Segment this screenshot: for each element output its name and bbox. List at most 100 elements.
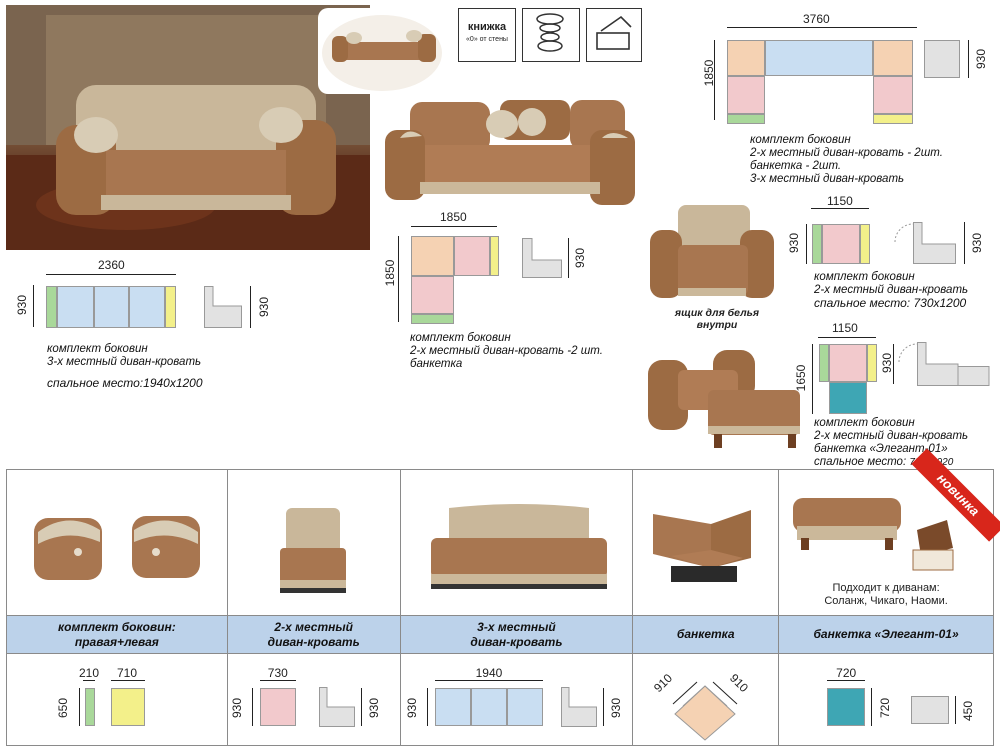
armchair-photo-note: ящик для белья внутри [662, 307, 772, 331]
corner-photo-cell [632, 469, 780, 616]
cb-tr-seat [873, 40, 913, 76]
sofa3-depth: 930 [15, 294, 29, 316]
right-arm-scheme [111, 688, 145, 726]
hdr-line: 3-х местный [477, 619, 556, 634]
corner-small-side-view [522, 238, 562, 278]
ott-w: 720 [836, 666, 857, 680]
ott-h-dim [871, 688, 873, 726]
ottoman-note: Подходит к диванам: Соланж, Чикаго, Наом… [779, 582, 993, 608]
s3-l-arm [46, 286, 57, 328]
seat2-w: 730 [267, 666, 288, 680]
cs-l-seat [411, 276, 454, 314]
cs-l-arm [411, 314, 454, 324]
seat3-w-dim [434, 680, 543, 681]
corner-scheme-cell: 910 910 [632, 653, 780, 746]
corner-big-width-dim [727, 27, 917, 28]
note-line: ящик для белья [674, 307, 760, 319]
cap-line: банкетка [410, 358, 463, 370]
seat3-side: 930 [608, 697, 623, 719]
corner-sofa-photo [380, 90, 642, 208]
cap-line: комплект боковин [410, 332, 511, 344]
seat3-scheme-cell: 1940 930 930 [399, 653, 634, 746]
ab-r-arm [867, 344, 877, 382]
mechanism-icon: книжка «0» от стены [458, 8, 516, 62]
seat2-side: 930 [366, 697, 381, 719]
armchair-bed-side-view [898, 342, 990, 386]
module-headers-row: комплект боковин:правая+левая 2-х местны… [6, 615, 994, 654]
sofa3-sleep: спальное место:1940х1200 [47, 376, 203, 390]
seat2-h-dim [251, 688, 253, 726]
seat2-side-view [318, 687, 355, 727]
ab-ottoman [829, 382, 867, 414]
ottoman-side-view [911, 696, 950, 724]
sofa-photo-main [6, 5, 370, 250]
hdr-line: 2-х местный [274, 619, 353, 634]
armchair-bed-side: 930 [880, 352, 894, 374]
cb-tl-seat [727, 40, 765, 76]
seat2-side-dim [360, 688, 362, 726]
hdr-line: банкетка «Элегант-01» [813, 627, 959, 641]
armchair-bed-width: 1150 [832, 321, 858, 335]
corner-big-scheme [727, 40, 913, 124]
armchair-bed-depth-dim [812, 344, 813, 414]
armchair-bed-scheme [819, 344, 877, 414]
seat3-side-dim [602, 688, 604, 726]
cap-line: банкетка - 2шт. [750, 160, 842, 172]
armchair-caption: комплект боковин 2-х местный диван-крова… [814, 271, 968, 310]
sofa3-side-view [204, 286, 242, 328]
seat3-w: 1940 [475, 666, 503, 680]
armchair-depth-dim [806, 224, 807, 264]
arm-w2-dim [111, 680, 145, 681]
sofa3-side-dim [250, 286, 251, 328]
armchair-width-dim [811, 208, 869, 209]
armchair-width: 1150 [827, 194, 853, 208]
storage-box-icon [586, 8, 642, 62]
armrests-photo [34, 516, 200, 580]
corner-small-caption: комплект боковин 2-х местный диван-крова… [410, 332, 603, 371]
seat3-h-dim [426, 688, 428, 726]
note-line: Соланж, Чикаго, Наоми. [824, 595, 948, 607]
corner-big-width: 3760 [803, 12, 830, 26]
arms-photo-cell [6, 469, 228, 616]
cap-line: спальное место: 730х1200 [814, 296, 967, 310]
hdr-line: комплект боковин: [58, 619, 176, 634]
sofa3-width-dim [46, 274, 176, 275]
left-arm-scheme [85, 688, 95, 726]
corner-small-width: 1850 [440, 210, 467, 224]
cb-r-seat [873, 76, 913, 114]
armchair-side: 930 [970, 232, 984, 254]
seat3-part1 [434, 688, 471, 726]
armchair-side-dim [964, 222, 965, 264]
cb-top-seat [765, 40, 873, 76]
hdr-line: банкетка [676, 627, 735, 641]
header-arms: комплект боковин:правая+левая [6, 615, 228, 654]
corner-big-side-view [924, 40, 960, 78]
corner-small-side-dim [568, 238, 569, 278]
corner-small-side: 930 [573, 247, 587, 269]
corner-big-side-dim [968, 40, 969, 78]
cs-top-seat [454, 236, 490, 276]
armchair-photo [648, 200, 776, 305]
ottoman-photo [793, 498, 954, 571]
sofa3-width: 2360 [98, 258, 125, 272]
armchair-bed-caption: комплект боковин 2-х местный диван-крова… [814, 417, 968, 469]
header-ottoman: банкетка «Элегант-01» [778, 615, 994, 654]
seat2-photo [279, 508, 346, 593]
seat3-photo [430, 504, 607, 589]
corner-module-photo [653, 510, 752, 582]
arm-h: 650 [56, 697, 70, 719]
corner-big-caption: комплект боковин 2-х местный диван-крова… [750, 134, 943, 186]
hdr-line: правая+левая [74, 634, 159, 649]
seat2-photo-cell [226, 469, 401, 616]
cap-line: 3-х местный диван-кровать [750, 173, 905, 185]
corner-small-scheme [411, 236, 499, 324]
sofa3-depth-dim [33, 285, 34, 327]
corner-small-depth-dim [398, 236, 399, 322]
ottoman-photo-cell: новинка Подходит к диванам: Соланж, Чика… [778, 448, 1000, 616]
cap-line: 2-х местный диван-кровать [814, 430, 969, 442]
sleep-label: спальное место: [814, 456, 907, 468]
s3-seat2 [94, 286, 129, 328]
s3-seat3 [129, 286, 165, 328]
cap-line: 2-х местный диван-кровать - 2шт. [750, 147, 943, 159]
